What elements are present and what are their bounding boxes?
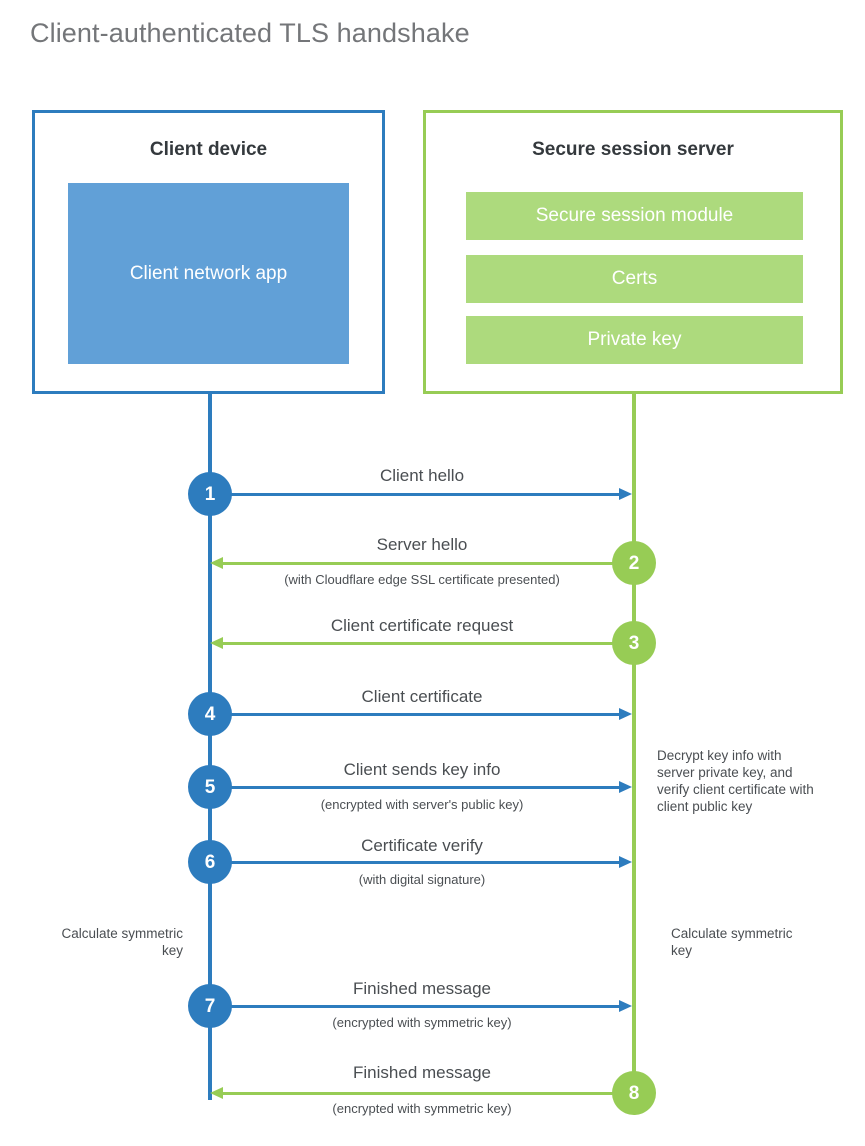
secure-session-server-box: Secure session server Secure session mod… [423,110,843,394]
step-5-arrow [210,781,632,793]
client-calculate-note: Calculate symmetric key [61,926,183,958]
step-6-circle: 6 [188,840,232,884]
arrowhead-right-icon [619,708,632,720]
step-2-circle: 2 [612,541,656,585]
step-8-label: Finished message [353,1063,491,1082]
step-6-arrow [210,856,632,868]
step-2-arrow [210,557,632,569]
step-3-label: Client certificate request [330,616,514,635]
step-3-circle: 3 [612,621,656,665]
client-network-app-block: Client network app [68,183,349,364]
private-key-block: Private key [466,316,803,364]
step-2-sublabel: (with Cloudflare edge SSL certificate pr… [284,572,560,587]
server-decrypt-note: Decrypt key info with server private key… [657,748,814,814]
server-lifeline [632,394,636,1092]
step-8-circle: 8 [612,1071,656,1115]
step-4-arrow [210,708,632,720]
step-8-arrow [210,1087,632,1099]
arrowhead-left-icon [210,557,223,569]
step-3-arrow [210,637,632,649]
client-device-title: Client device [149,139,268,160]
step-2-label: Server hello [376,535,468,554]
step-7-sublabel: (encrypted with symmetric key) [332,1015,512,1030]
step-5-circle: 5 [188,765,232,809]
secure-session-server-title: Secure session server [532,139,734,160]
arrowhead-left-icon [210,1087,223,1099]
arrowhead-left-icon [210,637,223,649]
step-7-arrow [210,1000,632,1012]
arrowhead-right-icon [619,856,632,868]
server-calculate-note: Calculate symmetric key [671,926,793,958]
step-8-sublabel: (encrypted with symmetric key) [332,1101,512,1116]
arrowhead-right-icon [619,488,632,500]
step-5-label: Client sends key info [343,760,501,779]
step-6-sublabel: (with digital signature) [358,872,486,887]
step-4-label: Client certificate [361,687,483,706]
client-device-box: Client device Client network app [32,110,385,394]
step-6-label: Certificate verify [361,836,483,855]
client-lifeline [208,394,212,1100]
secure-session-module-block: Secure session module [466,192,803,240]
arrowhead-right-icon [619,1000,632,1012]
step-7-circle: 7 [188,984,232,1028]
page-title: Client-authenticated TLS handshake [30,18,470,48]
certs-block: Certs [466,255,803,303]
arrowhead-right-icon [619,781,632,793]
step-1-arrow [210,488,632,500]
step-7-label: Finished message [353,979,491,998]
step-1-label: Client hello [379,466,465,485]
step-5-sublabel: (encrypted with server's public key) [320,797,524,812]
step-1-circle: 1 [188,472,232,516]
step-4-circle: 4 [188,692,232,736]
